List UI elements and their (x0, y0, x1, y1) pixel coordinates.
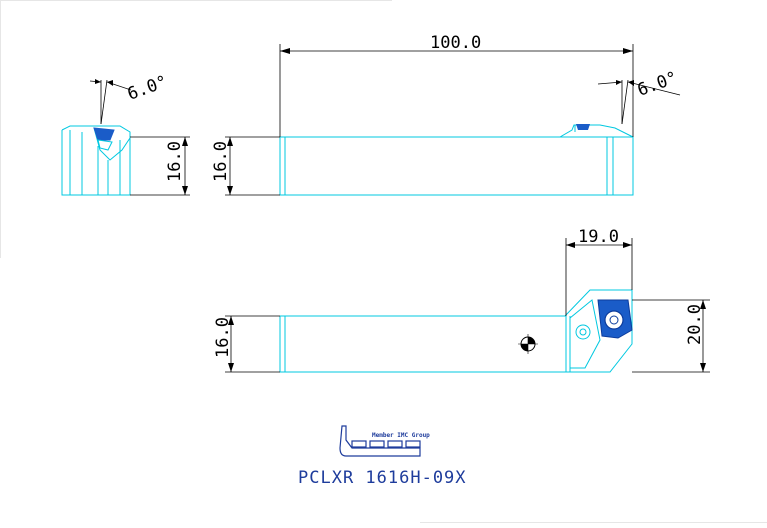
end-view (61, 79, 190, 196)
top-view (225, 238, 710, 373)
iscar-logo: Member IMC Group (339, 425, 430, 457)
end-view-height-label: 16.0 (165, 141, 185, 182)
overall-length-label: 100.0 (430, 33, 481, 53)
angle-label-left: 6.0° (125, 72, 170, 105)
angle-label-right: 6.0° (635, 68, 680, 101)
side-view (225, 44, 681, 196)
head-length-label: 19.0 (578, 227, 619, 247)
top-view-width-label: 16.0 (213, 317, 233, 358)
logo-tagline: Member IMC Group (372, 432, 430, 439)
side-view-height-label: 16.0 (211, 141, 231, 182)
part-number-caption: PCLXR 1616H-09X (298, 468, 467, 488)
head-width-label: 20.0 (685, 304, 705, 345)
